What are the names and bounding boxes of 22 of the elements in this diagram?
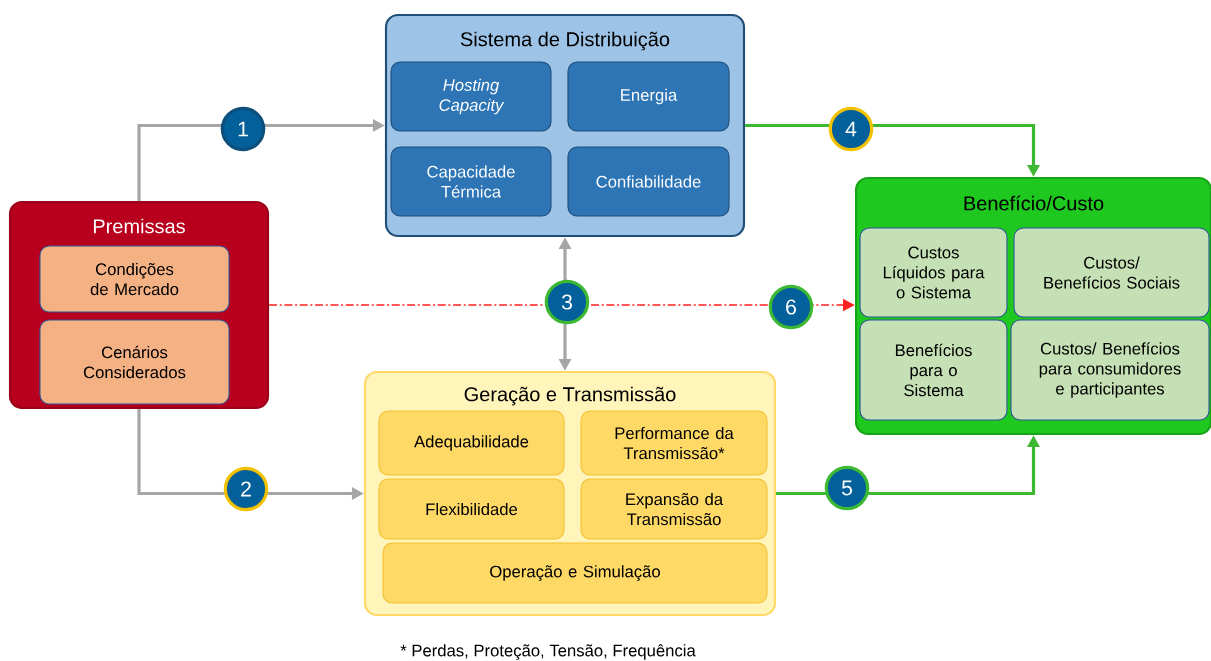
item-box: Adequabilidade xyxy=(378,410,565,476)
item-box: Expansão da Transmissão xyxy=(580,478,768,540)
item-box: Energia xyxy=(567,61,730,132)
footnote: * Perdas, Proteção, Tensão, Frequência xyxy=(400,644,696,660)
item-box: Performance da Transmissão* xyxy=(580,410,768,476)
number-badge: 6 xyxy=(768,284,814,330)
number-badge: 1 xyxy=(220,106,266,152)
item-box: Custos/ Benefícios para consumidores e participantes xyxy=(1010,319,1210,421)
item-box: Confiabilidade xyxy=(567,146,730,217)
item-box: Benefícios para o Sistema xyxy=(859,319,1008,421)
number-badge: 5 xyxy=(824,465,870,511)
item-box: Custos/ Benefícios Sociais xyxy=(1013,227,1210,318)
number-badge: 2 xyxy=(223,466,269,512)
item-box: Flexibilidade xyxy=(378,478,565,540)
number-badge: 4 xyxy=(828,106,874,152)
item-box: Condições de Mercado xyxy=(39,245,230,313)
item-box: Hosting Capacity xyxy=(390,61,552,132)
item-box: Custos Líquidos para o Sistema xyxy=(859,227,1008,318)
number-badge: 3 xyxy=(544,279,590,325)
item-box: Capacidade Térmica xyxy=(390,146,552,217)
item-box: Operação e Simulação xyxy=(382,542,768,604)
item-box: Cenários Considerados xyxy=(39,319,230,405)
